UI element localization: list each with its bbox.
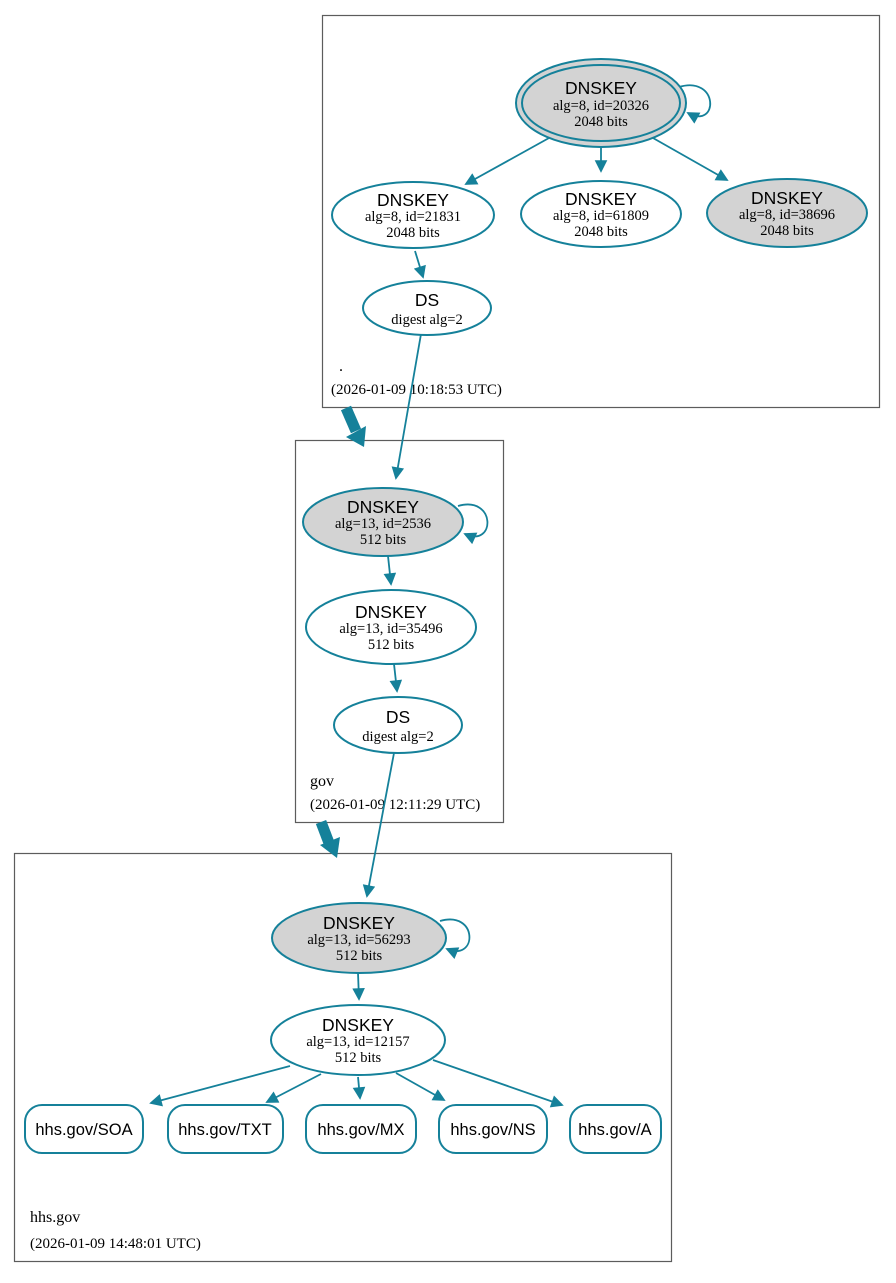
rrset-label: hhs.gov/NS xyxy=(450,1121,535,1139)
node-detail: alg=8, id=38696 xyxy=(739,207,835,223)
node-title: DNSKEY xyxy=(323,913,395,933)
node-bits: 512 bits xyxy=(335,1050,382,1066)
node-title: DNSKEY xyxy=(565,189,637,209)
node-rrset-hhs-gov-txt[interactable]: hhs.gov/TXT xyxy=(167,1104,284,1154)
rrset-label: hhs.gov/MX xyxy=(317,1121,404,1139)
node-bits: 512 bits xyxy=(336,948,383,964)
node-detail: digest alg=2 xyxy=(391,312,462,328)
node-bits: 512 bits xyxy=(360,532,407,548)
node-dnskey-61809[interactable]: DNSKEY alg=8, id=61809 2048 bits xyxy=(520,180,682,248)
node-bits: 2048 bits xyxy=(574,224,628,240)
node-detail: alg=13, id=56293 xyxy=(307,932,410,948)
self-sign-loop-ksk56293 xyxy=(439,918,471,959)
edge-dnskey35496-to-ds xyxy=(389,663,403,693)
node-rrset-hhs-gov-ns[interactable]: hhs.gov/NS xyxy=(438,1104,548,1154)
node-title: DNSKEY xyxy=(377,190,449,210)
edge-dnskey12157-to-soa xyxy=(149,1065,291,1107)
zone-label-gov: gov xyxy=(310,773,334,790)
node-title: DNSKEY xyxy=(322,1015,394,1035)
node-dnskey-12157[interactable]: DNSKEY alg=13, id=12157 512 bits xyxy=(270,1004,446,1076)
node-dnskey-38696[interactable]: DNSKEY alg=8, id=38696 2048 bits xyxy=(706,178,868,248)
node-dnskey-56293[interactable]: DNSKEY alg=13, id=56293 512 bits xyxy=(271,902,447,974)
rrset-label: hhs.gov/TXT xyxy=(178,1121,272,1139)
node-dnskey-20326-trust-anchor[interactable]: DNSKEY alg=8, id=20326 2048 bits xyxy=(515,58,687,148)
edge-root-ds-to-gov-ksk xyxy=(391,333,422,480)
node-rrset-hhs-gov-a[interactable]: hhs.gov/A xyxy=(569,1104,662,1154)
node-detail: alg=13, id=35496 xyxy=(339,621,442,637)
delegation-arrow-root-to-gov xyxy=(340,405,366,447)
node-ds-gov[interactable]: DS digest alg=2 xyxy=(333,696,463,754)
rrset-label: hhs.gov/A xyxy=(578,1121,651,1139)
node-detail: digest alg=2 xyxy=(362,729,433,745)
node-detail: alg=8, id=20326 xyxy=(553,98,649,114)
edge-dnskey12157-to-txt xyxy=(265,1073,322,1103)
edge-ksk56293-to-dnskey12157 xyxy=(352,972,365,1001)
node-title: DNSKEY xyxy=(347,497,419,517)
node-title: DNSKEY xyxy=(565,78,637,98)
zone-label-root: . xyxy=(339,358,343,375)
node-title: DS xyxy=(386,707,410,727)
edge-dnskey12157-to-a xyxy=(432,1059,564,1108)
node-bits: 2048 bits xyxy=(386,225,440,241)
node-title: DNSKEY xyxy=(355,602,427,622)
zone-timestamp-hhs-gov: (2026-01-09 14:48:01 UTC) xyxy=(30,1236,201,1252)
edge-ksk20326-to-dnskey38696 xyxy=(652,137,729,181)
node-dnskey-2536[interactable]: DNSKEY alg=13, id=2536 512 bits xyxy=(302,487,464,557)
node-detail: alg=13, id=12157 xyxy=(306,1034,409,1050)
self-sign-loop-ksk20326 xyxy=(678,84,712,124)
node-title: DNSKEY xyxy=(751,188,823,208)
rrset-label: hhs.gov/SOA xyxy=(35,1121,132,1139)
node-rrset-hhs-gov-soa[interactable]: hhs.gov/SOA xyxy=(24,1104,144,1154)
edge-dnskey12157-to-ns xyxy=(395,1072,446,1101)
node-detail: alg=8, id=61809 xyxy=(553,208,649,224)
delegation-arrow-gov-to-hhs-gov xyxy=(315,820,340,858)
edge-dnskey12157-to-mx xyxy=(352,1076,366,1100)
edge-ksk20326-to-dnskey21831 xyxy=(464,137,550,185)
node-ds-root[interactable]: DS digest alg=2 xyxy=(362,280,492,336)
node-dnskey-35496[interactable]: DNSKEY alg=13, id=35496 512 bits xyxy=(305,589,477,665)
edge-dnskey21831-to-ds xyxy=(413,250,426,279)
node-title: DS xyxy=(415,290,439,310)
zone-timestamp-gov: (2026-01-09 12:11:29 UTC) xyxy=(310,797,480,813)
node-bits: 2048 bits xyxy=(574,114,628,130)
edge-gov-ds-to-hhs-ksk xyxy=(362,752,395,898)
zone-timestamp-root: (2026-01-09 10:18:53 UTC) xyxy=(331,382,502,398)
node-bits: 2048 bits xyxy=(760,223,814,239)
zone-label-hhs-gov: hhs.gov xyxy=(30,1209,80,1226)
edge-ksk2536-to-dnskey35496 xyxy=(383,555,397,586)
node-dnskey-21831[interactable]: DNSKEY alg=8, id=21831 2048 bits xyxy=(331,181,495,249)
self-sign-loop-ksk2536 xyxy=(457,503,489,545)
node-detail: alg=13, id=2536 xyxy=(335,516,431,532)
node-rrset-hhs-gov-mx[interactable]: hhs.gov/MX xyxy=(305,1104,417,1154)
node-bits: 512 bits xyxy=(368,637,415,653)
node-detail: alg=8, id=21831 xyxy=(365,209,461,225)
